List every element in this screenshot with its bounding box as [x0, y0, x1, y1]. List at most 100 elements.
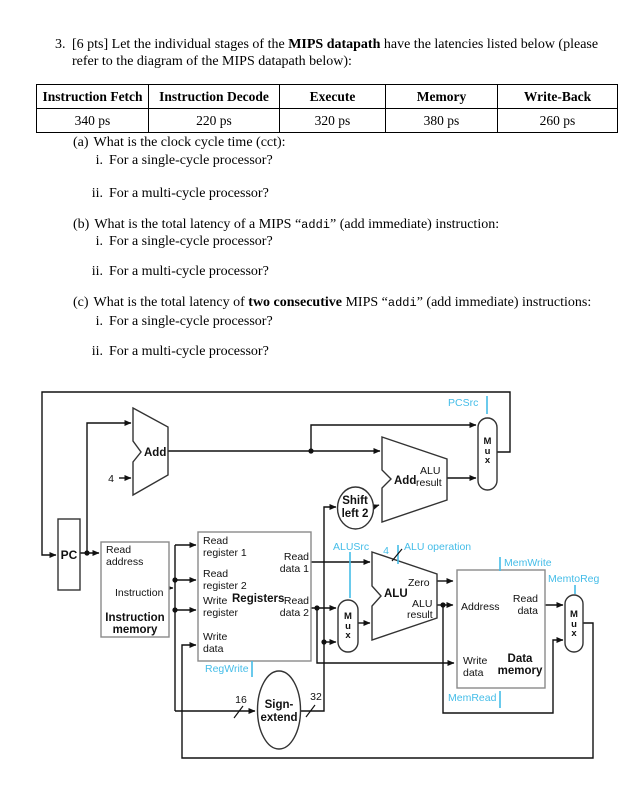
part-label: (a) [73, 135, 89, 150]
roman-numeral: ii. [91, 186, 103, 201]
memtoreg-mux-label: x [571, 628, 577, 639]
pc-box [57, 518, 81, 591]
sign-extend-ellipse [256, 670, 302, 750]
registers-box [197, 531, 312, 662]
sign-extend-label: extend [260, 712, 297, 724]
data-memory-label: Data [508, 653, 534, 665]
table-value-cell: 340 ps [36, 108, 149, 133]
regs-read-data1-label: Read [284, 551, 309, 563]
part-c-sub-ii: ii.For a multi-cycle processor? [90, 344, 269, 360]
part-c-sub-i: i. For a single-cycle processor? [90, 314, 273, 330]
part-a: (a) What is the clock cycle time (cct): [73, 135, 286, 151]
imem-read-address-label: Read [106, 544, 131, 556]
memtoreg-mux-label: u [571, 619, 577, 630]
regs-write-register-label: Write [203, 595, 227, 607]
alu-operation-control-label: ALU operation [404, 541, 471, 553]
alu-result-label: ALU [412, 598, 432, 610]
imem-instruction-label: Instruction [115, 587, 164, 599]
wires [41, 391, 594, 759]
table-header-cell: Instruction Fetch [36, 84, 149, 109]
add4-label: Add [144, 447, 166, 459]
part-c: (c) What is the total latency of two con… [73, 295, 591, 311]
roman-numeral: i. [95, 314, 103, 329]
mips-datapath-diagram: PC Add 4 Read address Instruction Instru… [41, 391, 600, 759]
table-header-cell: Execute [279, 84, 386, 109]
regs-read-data1-label: data 1 [280, 563, 309, 575]
alusrc-mux-label: x [345, 630, 351, 641]
pc-label: PC [61, 548, 78, 562]
branch-adder-result-label: result [416, 477, 442, 489]
pc-add4-adder [132, 406, 169, 497]
imem-read-address-label: address [106, 556, 143, 568]
junction-dot [84, 550, 90, 556]
regwrite-control-label: RegWrite [205, 663, 249, 675]
regs-read-data2-label: Read [284, 595, 309, 607]
junction-dot [172, 577, 178, 583]
question-text: [6 pts] Let the individual stages of the… [72, 36, 617, 70]
sub-question-text: For a single-cycle processor? [109, 234, 273, 249]
table-header-cell: Instruction Decode [148, 84, 280, 109]
alu-result-label: result [407, 609, 433, 621]
text-segment: What is the total latency of a MIPS “ [94, 217, 302, 232]
junction-dot [172, 607, 178, 613]
regs-read-register2-label: register 2 [203, 580, 247, 592]
text-segment: ” (add immediate) instructions: [416, 295, 592, 310]
latency-table: Instruction Fetch Instruction Decode Exe… [36, 84, 618, 133]
memread-control-label: MemRead [448, 692, 497, 704]
table-header-row: Instruction Fetch Instruction Decode Exe… [36, 84, 618, 109]
text-segment: ” (add immediate) instruction: [329, 217, 500, 232]
wire-alu-result-to-memtoreg-mux [442, 605, 564, 714]
table-value-row: 340 ps 220 ps 320 ps 380 ps 260 ps [36, 108, 618, 133]
junction-dot [314, 605, 320, 611]
const4-label: 4 [108, 473, 114, 485]
alusrc-control-label: ALUSrc [333, 541, 369, 553]
sub-question-text: For a single-cycle processor? [109, 314, 273, 329]
alusrc-mux [337, 599, 359, 653]
branch-adder-result-label: ALU [420, 465, 440, 477]
part-label: (c) [73, 295, 89, 310]
sub-question-text: For a single-cycle processor? [109, 153, 273, 168]
width-slash-aluop [391, 548, 403, 562]
wire-pc4-to-pcsrc-mux [310, 422, 477, 451]
regs-read-data2-label: data 2 [280, 607, 309, 619]
registers-label: Registers [232, 593, 284, 605]
text-segment: MIPS “ [341, 295, 388, 310]
alu-zero-label: Zero [408, 577, 430, 589]
question-header: 3. [6 pts] Let the individual stages of … [55, 36, 617, 70]
branch-adder [381, 436, 448, 523]
roman-numeral: ii. [91, 344, 103, 359]
sub-question-text: For a multi-cycle processor? [109, 264, 269, 279]
text-segment-bold: MIPS datapath [288, 37, 381, 52]
pcsrc-mux [477, 417, 498, 491]
shift-left-2-circle [336, 486, 375, 530]
question-number: 3. [55, 37, 66, 52]
regs-write-data-label: Write [203, 631, 227, 643]
wire-pc-to-add [86, 420, 132, 553]
regs-read-register2-label: Read [203, 568, 228, 580]
sub-question-text: For a multi-cycle processor? [109, 186, 269, 201]
instruction-memory-box [100, 541, 170, 638]
width-16-label: 16 [235, 694, 247, 706]
text-segment: have the latencies listed below (please [380, 37, 599, 52]
part-a-sub-i: i.For a single-cycle processor? [90, 153, 273, 169]
table-header-cell: Memory [385, 84, 498, 109]
pcsrc-mux-label: M [484, 436, 492, 447]
alu-shape [371, 551, 438, 641]
regs-read-register1-label: Read [203, 535, 228, 547]
memwrite-control-label: MemWrite [504, 557, 552, 569]
memtoreg-control-label: MemtoReg [548, 573, 600, 585]
junction-dot [321, 639, 327, 645]
alusrc-mux-label: M [344, 611, 352, 622]
regs-read-register1-label: register 1 [203, 547, 247, 559]
part-label: (b) [73, 217, 90, 232]
dmem-write-data-label: Write [463, 655, 487, 667]
aluop-width-label: 4 [383, 545, 389, 557]
text-segment: [6 pts] Let the individual stages of the [72, 37, 289, 52]
dmem-read-data-label: Read [513, 593, 538, 605]
table-value-cell: 260 ps [497, 108, 618, 133]
part-b-sub-ii: ii.For a multi-cycle processor? [90, 264, 269, 280]
text-segment-bold: two consecutive [248, 295, 342, 310]
alu-label: ALU [384, 588, 408, 600]
pcsrc-mux-label: u [485, 446, 491, 457]
code-segment: addi [387, 296, 417, 310]
